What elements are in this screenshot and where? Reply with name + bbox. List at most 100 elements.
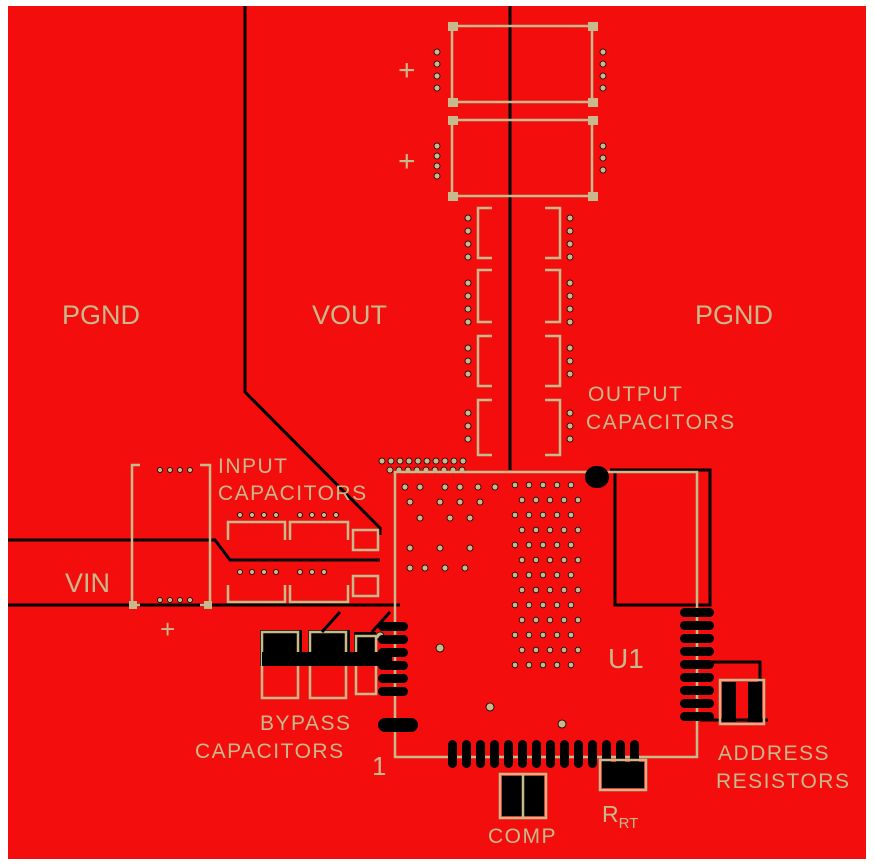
via [525, 481, 533, 489]
via [566, 318, 574, 326]
via [518, 646, 526, 654]
via [433, 48, 441, 56]
comp-component [498, 772, 548, 820]
via [187, 467, 193, 473]
via [532, 646, 540, 654]
pad [378, 648, 408, 657]
polarity-marker-input: + [160, 614, 175, 644]
via [574, 556, 582, 564]
via [433, 72, 441, 80]
via [309, 512, 315, 518]
copper-pour [8, 6, 866, 859]
via [432, 457, 440, 465]
pad [680, 608, 714, 617]
via [553, 541, 561, 549]
via [464, 422, 472, 430]
pad [378, 635, 408, 644]
via [567, 541, 575, 549]
via [436, 498, 444, 506]
via [566, 240, 574, 248]
via [566, 435, 574, 443]
rrt-component [598, 758, 648, 792]
via [167, 467, 173, 473]
via [464, 318, 472, 326]
via [157, 597, 163, 603]
pad [588, 740, 597, 768]
via [464, 305, 472, 313]
via [464, 227, 472, 235]
via [464, 409, 472, 417]
via [321, 512, 327, 518]
via [546, 616, 554, 624]
via [464, 357, 472, 365]
via [421, 564, 429, 572]
via [321, 569, 327, 575]
via [560, 586, 568, 594]
via [441, 457, 449, 465]
pad [490, 740, 499, 768]
pin1-marker: 1 [372, 751, 386, 781]
bypass-capacitors [260, 610, 392, 700]
output-capacitor-c1 [448, 22, 598, 107]
via [546, 556, 554, 564]
via [599, 72, 607, 80]
via [574, 496, 582, 504]
pad [448, 740, 457, 768]
rrt-label-main: R [602, 801, 619, 827]
via [157, 467, 163, 473]
pad [680, 621, 714, 630]
via [333, 512, 339, 518]
via [567, 631, 575, 639]
via [546, 646, 554, 654]
via [401, 483, 409, 491]
polarity-marker-c2: + [398, 145, 416, 178]
output-capacitor-columns [476, 206, 562, 457]
via [511, 511, 519, 519]
address-resistors-label-1: ADDRESS [718, 742, 830, 765]
via [261, 512, 267, 518]
pad [378, 661, 408, 670]
via [464, 292, 472, 300]
via [566, 370, 574, 378]
via [485, 702, 495, 712]
input-capacitor-ceramic [226, 520, 380, 604]
via [566, 357, 574, 365]
via [416, 483, 424, 491]
via [249, 512, 255, 518]
via [414, 457, 422, 465]
via [450, 457, 458, 465]
pad [378, 674, 408, 683]
via [566, 279, 574, 287]
via [599, 166, 607, 174]
via [433, 152, 441, 160]
via [466, 544, 474, 552]
pad [680, 699, 714, 708]
via [273, 569, 279, 575]
via [553, 571, 561, 579]
via [532, 616, 540, 624]
via [525, 541, 533, 549]
via [566, 422, 574, 430]
via [433, 60, 441, 68]
pad [680, 673, 714, 682]
via [557, 719, 567, 729]
pad [504, 740, 513, 768]
via [553, 511, 561, 519]
via [599, 84, 607, 92]
via [466, 514, 474, 522]
input-capacitors-label-1: INPUT [218, 455, 289, 478]
via [525, 571, 533, 579]
pad [378, 687, 408, 696]
via [511, 541, 519, 549]
via [518, 526, 526, 534]
pad [476, 740, 485, 768]
via [446, 514, 454, 522]
via [539, 631, 547, 639]
via [560, 616, 568, 624]
via [518, 496, 526, 504]
via [546, 526, 554, 534]
u1-designator: U1 [608, 643, 644, 674]
polarity-marker-c1: + [398, 54, 416, 87]
via [464, 214, 472, 222]
net-label-vout: VOUT [312, 300, 387, 330]
